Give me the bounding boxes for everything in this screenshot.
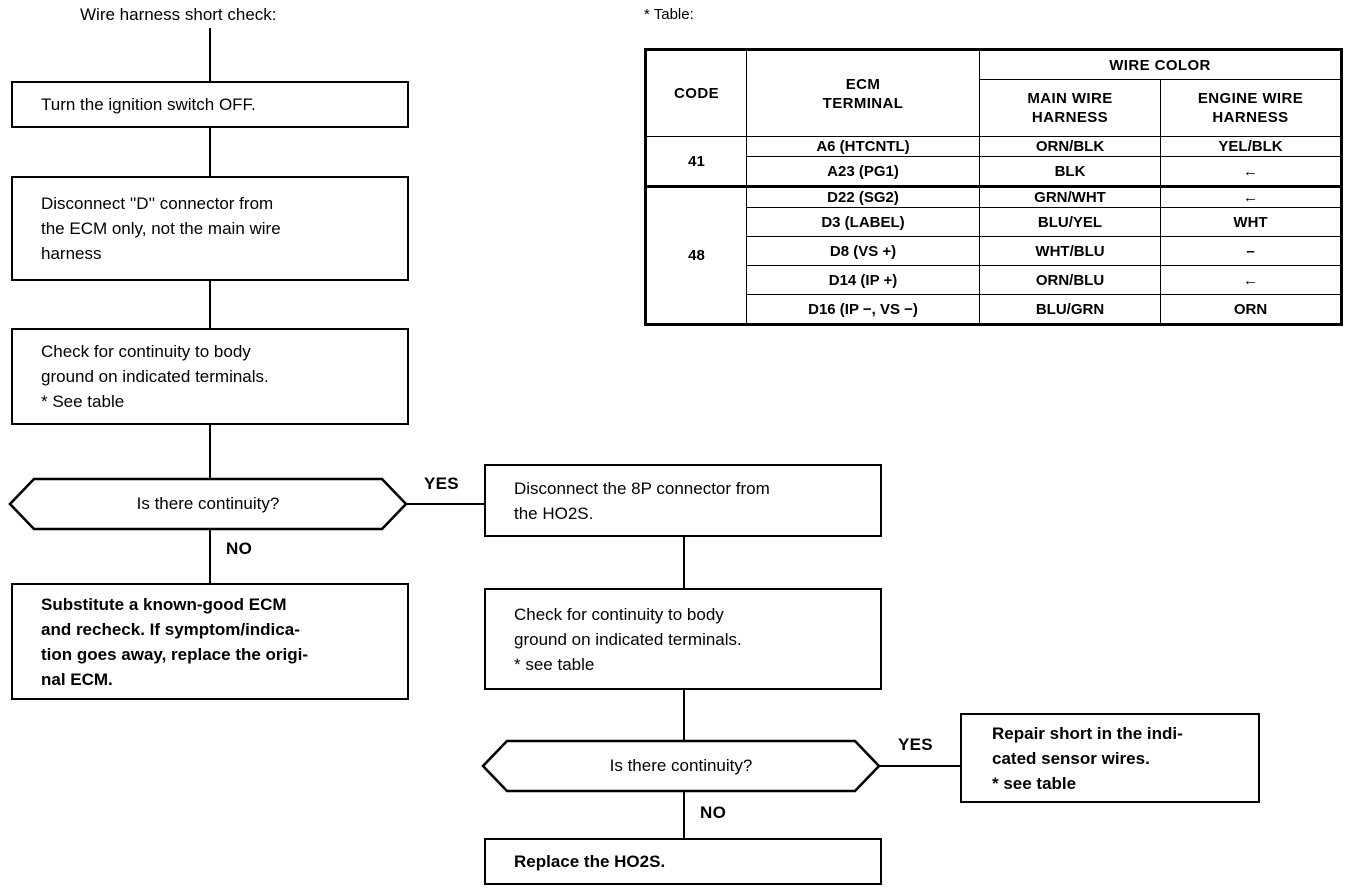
node-substitute-ecm: Substitute a known-good ECM and recheck.… xyxy=(11,583,409,700)
table-row: A23 (PG1) BLK ← xyxy=(646,156,1343,188)
table-header-row-1: CODE ECM TERMINAL WIRE COLOR xyxy=(644,48,1343,137)
table-cell-engine: WHT xyxy=(1160,207,1343,237)
node-repair-short: Repair short in the indi- cated sensor w… xyxy=(960,713,1260,803)
table-cell-main: BLK xyxy=(979,156,1161,188)
node-check-continuity-right: Check for continuity to body ground on i… xyxy=(484,588,882,690)
decision-right-text: Is there continuity? xyxy=(609,756,753,775)
node-turn-ignition-off: Turn the ignition switch OFF. xyxy=(11,81,409,128)
table-row: D8 (VS +) WHT/BLU – xyxy=(646,236,1343,266)
node-disconnect-8p-connector-text: Disconnect the 8P connector from the HO2… xyxy=(514,478,770,523)
decision-left-text: Is there continuity? xyxy=(136,494,280,513)
table-cell-main: ORN/BLK xyxy=(979,136,1161,157)
connector-ignition-to-disconnect xyxy=(209,128,211,176)
node-check-continuity-left: Check for continuity to body ground on i… xyxy=(11,328,409,425)
table-cell-main: BLU/GRN xyxy=(979,294,1161,326)
table-caption: * Table: xyxy=(644,6,694,23)
table-cell-engine: ← xyxy=(1160,265,1343,295)
table-cell-engine: ← xyxy=(1160,156,1343,188)
table-cell-engine: ORN xyxy=(1160,294,1343,326)
connector-no-left xyxy=(209,530,211,583)
table-row: D14 (IP +) ORN/BLU ← xyxy=(646,265,1343,295)
table-cell-code-48: 48 xyxy=(644,186,747,326)
table-header-ecm-terminal: ECM TERMINAL xyxy=(746,48,980,137)
table-cell-terminal: D3 (LABEL) xyxy=(746,207,980,237)
decision-is-there-continuity-left: Is there continuity? xyxy=(8,477,408,531)
table-cell-code-41: 41 xyxy=(644,136,747,188)
table-header-wire-color: WIRE COLOR xyxy=(979,48,1343,80)
connector-8p-to-check-right xyxy=(683,537,685,588)
table-cell-main: BLU/YEL xyxy=(979,207,1161,237)
node-disconnect-d-connector-text: Disconnect ''D'' connector from the ECM … xyxy=(41,194,281,263)
table-cell-terminal: D8 (VS +) xyxy=(746,236,980,266)
table-cell-terminal: D14 (IP +) xyxy=(746,265,980,295)
table-row: D16 (IP −, VS −) BLU/GRN ORN xyxy=(646,294,1343,326)
branch-label-no-left: NO xyxy=(226,539,253,558)
node-check-continuity-left-text: Check for continuity to body ground on i… xyxy=(41,342,269,411)
table-header-row-2: MAIN WIRE HARNESS ENGINE WIRE HARNESS xyxy=(646,79,1343,137)
table-cell-terminal: A6 (HTCNTL) xyxy=(746,136,980,157)
node-repair-short-text: Repair short in the indi- cated sensor w… xyxy=(992,723,1183,793)
table-cell-terminal: D16 (IP −, VS −) xyxy=(746,294,980,326)
table-row: 41 A6 (HTCNTL) ORN/BLK YEL/BLK xyxy=(644,136,1343,188)
connector-yes-left xyxy=(406,503,485,505)
branch-label-yes-left: YES xyxy=(424,474,459,493)
decision-is-there-continuity-right: Is there continuity? xyxy=(481,739,881,793)
branch-label-no-right: NO xyxy=(700,803,727,822)
table-header-engine-wire-harness: ENGINE WIRE HARNESS xyxy=(1160,79,1343,137)
node-replace-ho2s-text: Replace the HO2S. xyxy=(514,852,666,871)
table-header-main-wire-harness: MAIN WIRE HARNESS xyxy=(979,79,1161,137)
connector-no-right xyxy=(683,792,685,838)
table-cell-main: GRN/WHT xyxy=(979,186,1161,208)
page-title: Wire harness short check: xyxy=(80,5,277,24)
table-header-code: CODE xyxy=(644,48,747,137)
wire-color-table: CODE ECM TERMINAL WIRE COLOR MAIN WIRE H… xyxy=(644,48,1343,326)
table-cell-terminal: D22 (SG2) xyxy=(746,186,980,208)
table-cell-engine: ← xyxy=(1160,186,1343,208)
branch-label-yes-right: YES xyxy=(898,735,933,754)
connector-yes-right xyxy=(879,765,961,767)
table-row: 48 D22 (SG2) GRN/WHT ← xyxy=(644,186,1343,326)
node-turn-ignition-off-text: Turn the ignition switch OFF. xyxy=(41,95,256,114)
node-replace-ho2s: Replace the HO2S. xyxy=(484,838,882,885)
connector-check-right-to-decision-right xyxy=(683,690,685,740)
table-cell-terminal: A23 (PG1) xyxy=(746,156,980,188)
table-row: D3 (LABEL) BLU/YEL WHT xyxy=(646,207,1343,237)
table-cell-engine: YEL/BLK xyxy=(1160,136,1343,157)
table-cell-main: ORN/BLU xyxy=(979,265,1161,295)
node-disconnect-8p-connector: Disconnect the 8P connector from the HO2… xyxy=(484,464,882,537)
connector-disconnect-to-check xyxy=(209,281,211,328)
connector-title-to-ignition xyxy=(209,28,211,81)
node-disconnect-d-connector: Disconnect ''D'' connector from the ECM … xyxy=(11,176,409,281)
node-substitute-ecm-text: Substitute a known-good ECM and recheck.… xyxy=(41,594,309,689)
node-check-continuity-right-text: Check for continuity to body ground on i… xyxy=(514,604,742,674)
table-cell-main: WHT/BLU xyxy=(979,236,1161,266)
table-cell-engine: – xyxy=(1160,236,1343,266)
connector-check-to-decision-left xyxy=(209,425,211,478)
